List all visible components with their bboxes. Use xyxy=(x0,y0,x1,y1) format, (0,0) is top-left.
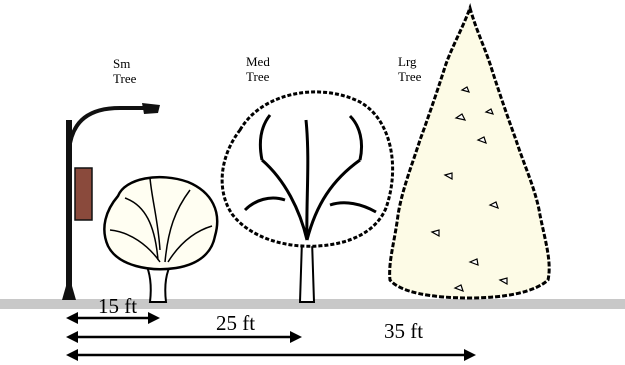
small-tree-label: Sm Tree xyxy=(113,56,136,86)
medium-tree-icon xyxy=(222,92,392,302)
distance-label-large: 35 ft xyxy=(384,320,423,342)
large-tree-label-line2: Tree xyxy=(398,69,421,84)
small-tree-label-line2: Tree xyxy=(113,71,136,86)
large-tree-label-line1: Lrg xyxy=(398,54,421,69)
large-tree-icon xyxy=(390,8,550,298)
medium-tree-label-line2: Tree xyxy=(246,69,270,84)
distance-label-small: 15 ft xyxy=(98,295,137,317)
large-tree-label: Lrg Tree xyxy=(398,54,421,84)
medium-tree-label-line1: Med xyxy=(246,54,270,69)
medium-tree-label: Med Tree xyxy=(246,54,270,84)
small-tree-label-line1: Sm xyxy=(113,56,136,71)
lamp-banner xyxy=(75,168,92,220)
small-tree-icon xyxy=(104,177,217,302)
distance-label-medium: 25 ft xyxy=(216,312,255,334)
